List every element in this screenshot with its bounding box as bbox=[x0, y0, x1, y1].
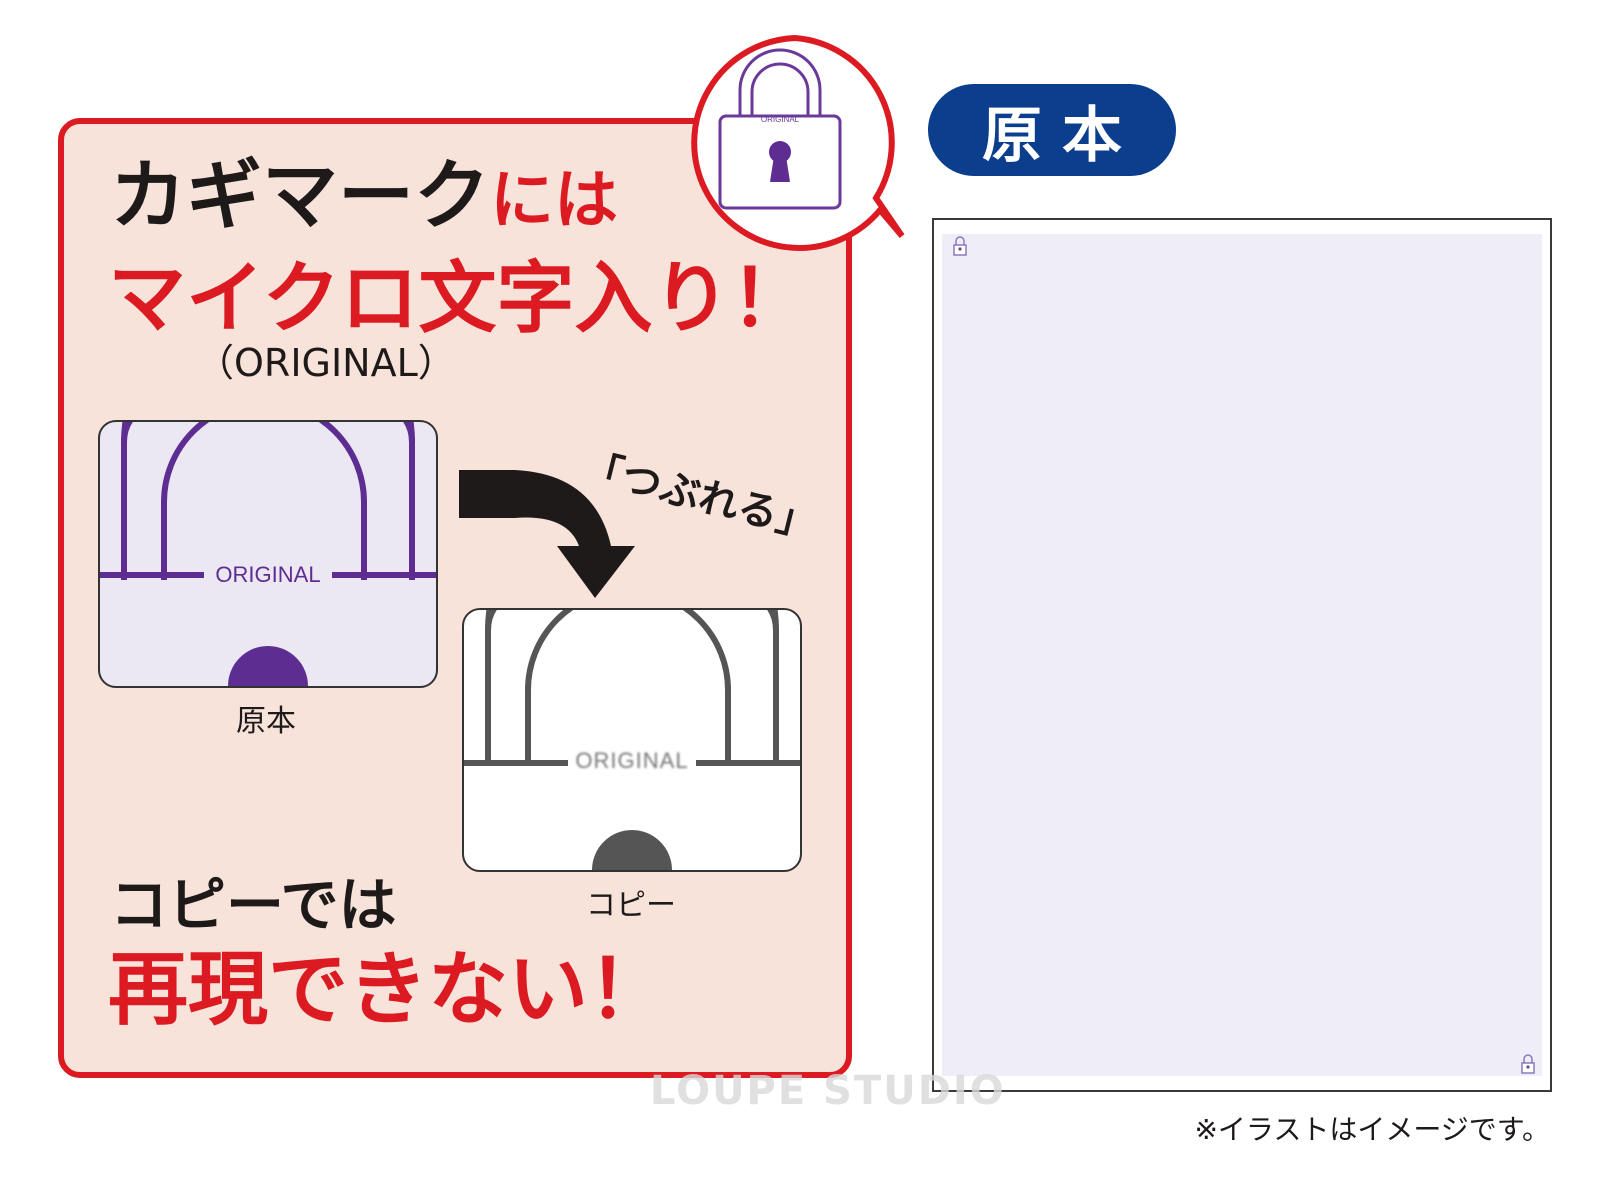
illustration-note: ※イラストはイメージです。 bbox=[1194, 1113, 1550, 1146]
lock-icon: ORIGINAL bbox=[718, 48, 842, 210]
copy-blurred-text: ORIGINAL bbox=[575, 748, 689, 773]
copy-caption: コピー bbox=[586, 888, 676, 923]
curved-arrow-icon bbox=[459, 470, 635, 598]
bottom-line1: コピーでは bbox=[110, 871, 397, 939]
watermark: LOUPE STUDIO bbox=[650, 1068, 1006, 1114]
document-surface bbox=[942, 234, 1542, 1076]
headline-line2: マイクロ文字入り！ bbox=[108, 254, 809, 344]
headline-key-mark: カギマーク bbox=[110, 151, 490, 240]
headline-subtitle: （ORIGINAL） bbox=[196, 341, 456, 385]
corner-lock-icon bbox=[953, 236, 967, 256]
corner-lock-icon bbox=[1521, 1054, 1535, 1074]
bubble-lock-text: ORIGINAL bbox=[761, 115, 800, 124]
bottom-line2: 再現できない！ bbox=[108, 943, 668, 1036]
original-micro-text: ORIGINAL bbox=[215, 562, 321, 587]
lock-bubble: ORIGINAL bbox=[680, 30, 910, 260]
copy-card: ORIGINAL bbox=[462, 608, 802, 872]
original-tag: 原本 bbox=[928, 84, 1176, 176]
original-caption: 原本 bbox=[236, 704, 296, 739]
original-document bbox=[932, 218, 1552, 1092]
original-card: ORIGINAL bbox=[98, 420, 438, 688]
headline-line1: カギマークには bbox=[110, 158, 618, 234]
headline-particle: には bbox=[490, 164, 618, 238]
